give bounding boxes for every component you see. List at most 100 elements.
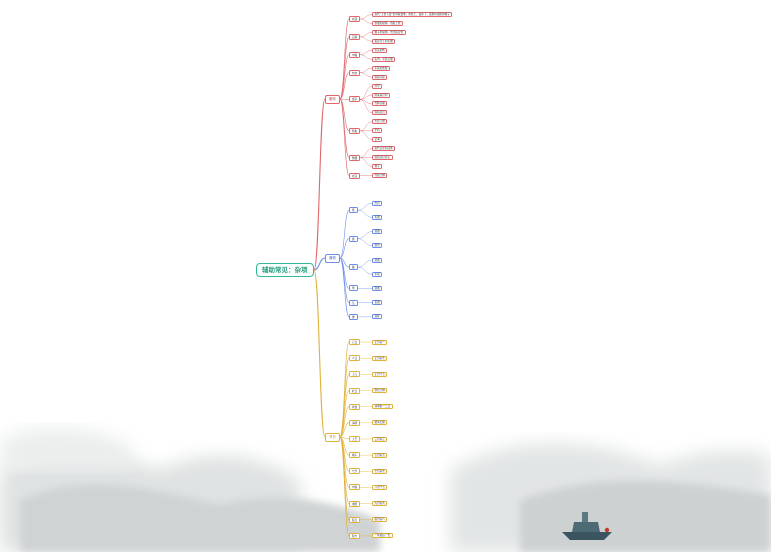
group-3-1[interactable]: 元日 xyxy=(349,339,361,346)
leaf-item[interactable]: 酒杯 xyxy=(372,314,383,320)
group-1-4[interactable]: 布衣 xyxy=(349,69,361,76)
branch-2[interactable]: 器物 xyxy=(325,253,340,263)
group-1-8[interactable]: 衣冠 xyxy=(349,172,361,179)
group-2-3[interactable]: 觚 xyxy=(349,264,358,271)
group-1-7[interactable]: 簪缨 xyxy=(349,154,361,161)
group-3-11[interactable]: 重阳 xyxy=(349,500,361,507)
mountain-shape xyxy=(0,427,130,470)
group-2-5[interactable]: 缶 xyxy=(349,299,358,306)
connector-line xyxy=(359,130,373,140)
leaf-item[interactable]: 包头的布 xyxy=(372,47,388,53)
connector-line xyxy=(359,157,373,167)
leaf-item[interactable]: 木简 xyxy=(372,271,383,277)
group-3-5[interactable]: 寒食 xyxy=(349,403,361,410)
leaf-item[interactable]: 正月初一 xyxy=(372,339,388,345)
connector-line xyxy=(313,98,326,271)
leaf-item[interactable]: 大臣上朝 xyxy=(372,119,388,125)
leaf-item[interactable]: 九月初九 xyxy=(372,501,388,507)
leaf-item[interactable]: 簪子 xyxy=(372,164,383,170)
leaf-item[interactable]: 酒器 xyxy=(372,229,383,235)
connector-line xyxy=(313,269,326,438)
leaf-item[interactable]: 清明前一二日 xyxy=(372,404,393,410)
leaf-item[interactable]: 爵位 xyxy=(372,243,383,249)
group-1-1[interactable]: 衣裳 xyxy=(349,15,361,22)
leaf-item[interactable]: 衣服的总称，也指上衣 xyxy=(372,20,403,26)
group-3-7[interactable]: 上巳 xyxy=(349,436,361,442)
leaf-item[interactable]: 代指士绅 xyxy=(372,173,388,179)
leaf-item[interactable]: 借指官员 xyxy=(372,110,388,116)
group-3-13[interactable]: 除夕 xyxy=(349,532,361,539)
leaf-item[interactable]: 借指高官显宦 xyxy=(372,155,393,161)
leaf-item[interactable]: 正月初七 xyxy=(372,355,388,361)
connector-line xyxy=(357,238,373,246)
group-3-10[interactable]: 中秋 xyxy=(349,484,361,491)
connector-line xyxy=(359,54,373,60)
branch-3[interactable]: 节日 xyxy=(325,432,340,442)
connector-line xyxy=(339,98,350,176)
leaf-item[interactable]: 代称官职 xyxy=(372,101,388,107)
leaf-item[interactable]: 七月初七 xyxy=(372,468,388,474)
connector-line xyxy=(359,32,373,38)
connector-line xyxy=(339,257,350,268)
connector-line xyxy=(357,210,373,218)
leaf-item[interactable]: 礼器 xyxy=(372,214,383,220)
connector-line xyxy=(359,36,373,42)
leaf-item[interactable]: 五月初五 xyxy=(372,452,388,458)
group-1-2[interactable]: 冠冕 xyxy=(349,33,361,40)
leaf-item[interactable]: 八月十五 xyxy=(372,484,388,490)
group-2-4[interactable]: 尊 xyxy=(349,285,358,292)
leaf-item[interactable]: 古代官吏的冠饰 xyxy=(372,146,396,152)
leaf-item[interactable]: 腊月初八 xyxy=(372,517,388,523)
boat-illustration xyxy=(562,512,612,540)
group-2-1[interactable]: 鼎 xyxy=(349,207,358,214)
leaf-item[interactable]: 踏青扫墓 xyxy=(372,420,388,426)
group-2-6[interactable]: 樽 xyxy=(349,313,358,320)
leaf-item[interactable]: 借指平民 xyxy=(372,74,388,80)
connector-line xyxy=(359,67,373,73)
leaf-item[interactable]: 冕是帝王的礼帽 xyxy=(372,38,396,44)
leaf-item[interactable]: 炊具 xyxy=(372,200,383,206)
connector-line xyxy=(359,99,373,114)
group-3-9[interactable]: 七夕 xyxy=(349,468,361,475)
leaf-item[interactable]: 丝带 xyxy=(372,83,383,89)
group-2-2[interactable]: 爵 xyxy=(349,235,358,242)
connector-line xyxy=(359,50,373,55)
leaf-item[interactable]: 手持 xyxy=(372,128,383,134)
leaf-item[interactable]: 瓦器 xyxy=(372,300,383,306)
connector-line xyxy=(339,436,350,440)
connector-line xyxy=(359,94,373,100)
group-1-3[interactable]: 巾帻 xyxy=(349,51,361,58)
connector-line xyxy=(359,18,373,24)
connector-line xyxy=(339,209,350,259)
leaf-item[interactable]: 记事 xyxy=(372,137,383,143)
group-1-6[interactable]: 笏板 xyxy=(349,127,361,134)
leaf-item[interactable]: 帽子的总称，也泛指官位 xyxy=(372,29,406,35)
leaf-item[interactable]: 用来系官印 xyxy=(372,92,390,98)
connector-line xyxy=(339,54,350,100)
leaf-item[interactable]: 头巾，平民之服 xyxy=(372,56,396,62)
leaf-item[interactable]: 祭祀土神 xyxy=(372,388,388,394)
leaf-item[interactable]: 酒器 xyxy=(372,285,383,291)
root-topic[interactable]: 辅助常见：杂项 xyxy=(256,263,314,277)
leaf-item[interactable]: 正月十五 xyxy=(372,371,388,377)
group-3-2[interactable]: 人日 xyxy=(349,355,361,362)
leaf-item[interactable]: 酒器 xyxy=(372,257,383,263)
group-3-4[interactable]: 社日 xyxy=(349,387,361,394)
group-3-3[interactable]: 上元 xyxy=(349,371,361,378)
connector-line xyxy=(339,436,350,521)
group-3-8[interactable]: 端午 xyxy=(349,452,361,459)
mountain-shape xyxy=(20,484,380,552)
group-1-5[interactable]: 绶带 xyxy=(349,96,361,103)
leaf-item[interactable]: 古代“上衣下裳”的穿着要求，衣在上，裳在下，裳类似现在的裙子 xyxy=(372,11,453,17)
connector-line xyxy=(359,121,373,131)
group-3-12[interactable]: 腊日 xyxy=(349,516,361,523)
leaf-item[interactable]: 三月初三 xyxy=(372,436,388,442)
leaf-item[interactable]: 一年最后一天 xyxy=(372,533,393,539)
branch-1[interactable]: 服饰 xyxy=(325,94,340,104)
leaf-item[interactable]: 平民的衣服 xyxy=(372,65,390,71)
connector-line xyxy=(359,148,373,158)
group-3-6[interactable]: 清明 xyxy=(349,419,361,426)
